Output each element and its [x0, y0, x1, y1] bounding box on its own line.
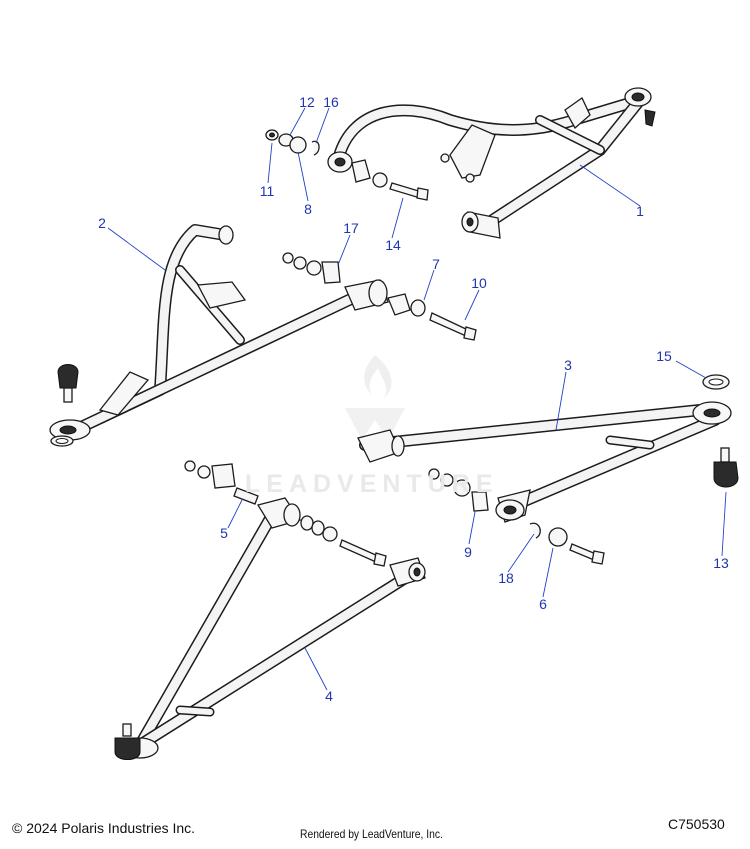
leader-lines: [107, 107, 727, 691]
callout-13[interactable]: 13: [713, 555, 729, 571]
callout-10[interactable]: 10: [471, 275, 487, 291]
watermark-text: LEADVENTURE: [245, 470, 499, 498]
lower-right-a-arm[interactable]: [357, 401, 732, 523]
retaining-ring-right[interactable]: [702, 374, 730, 390]
callout-7[interactable]: 7: [432, 256, 440, 272]
rear-pivot-hardware-lower-left[interactable]: [184, 460, 387, 567]
rear-pivot-hardware-upper-right[interactable]: [265, 129, 429, 201]
upper-left-a-arm[interactable]: [49, 224, 389, 441]
watermark-logo-icon: [345, 355, 405, 440]
callout-17[interactable]: 17: [343, 220, 359, 236]
ball-joint-upper-left[interactable]: [57, 364, 79, 403]
callout-11[interactable]: 11: [259, 183, 275, 199]
lower-left-a-arm[interactable]: [121, 497, 426, 759]
ball-joint-lower-left[interactable]: [114, 723, 141, 760]
upper-right-a-arm[interactable]: [327, 87, 656, 239]
callout-4[interactable]: 4: [325, 688, 333, 704]
rear-pivot-hardware-upper-left[interactable]: [282, 252, 477, 341]
retaining-ring-left[interactable]: [50, 435, 74, 447]
callout-15[interactable]: 15: [656, 348, 672, 364]
front-pivot-hardware-lower-right[interactable]: [428, 468, 605, 565]
callout-9[interactable]: 9: [464, 544, 472, 560]
callout-6[interactable]: 6: [539, 596, 547, 612]
callout-12[interactable]: 12: [299, 94, 315, 110]
callout-14[interactable]: 14: [385, 237, 401, 253]
copyright-notice: © 2024 Polaris Industries Inc.: [12, 820, 196, 836]
callout-16[interactable]: 16: [323, 94, 339, 110]
callout-18[interactable]: 18: [498, 570, 514, 586]
ball-joint-lower-right[interactable]: [713, 447, 739, 488]
rendered-by-text: Rendered by LeadVenture, Inc.: [300, 827, 443, 841]
callout-2[interactable]: 2: [98, 215, 106, 231]
callout-8[interactable]: 8: [304, 201, 312, 217]
callout-3[interactable]: 3: [564, 357, 572, 373]
diagram-id: C750530: [668, 816, 725, 832]
callout-5[interactable]: 5: [220, 525, 228, 541]
callout-1[interactable]: 1: [636, 203, 644, 219]
